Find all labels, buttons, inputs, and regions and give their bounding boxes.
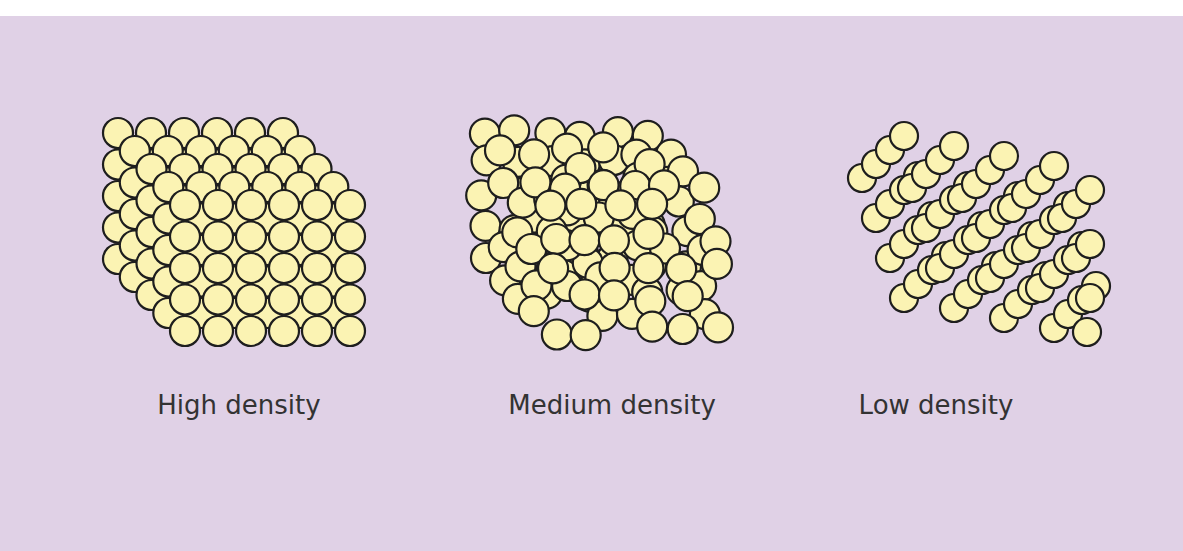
particle: [302, 316, 332, 346]
particle: [637, 189, 667, 219]
particle: [600, 253, 630, 283]
particle: [1076, 230, 1104, 258]
particle: [605, 190, 635, 220]
particle: [571, 320, 601, 350]
particle: [1076, 284, 1104, 312]
particle: [170, 285, 200, 315]
particle: [236, 316, 266, 346]
particle: [519, 296, 549, 326]
particle: [541, 224, 571, 254]
particle: [170, 253, 200, 283]
particle: [703, 312, 733, 342]
particle: [570, 280, 600, 310]
particle: [599, 225, 629, 255]
particle: [633, 253, 663, 283]
particle: [269, 316, 299, 346]
particle: [570, 225, 600, 255]
particle: [890, 122, 918, 150]
particle: [485, 135, 515, 165]
particle: [1040, 152, 1068, 180]
particle: [203, 190, 233, 220]
particle: [203, 222, 233, 252]
particle: [236, 222, 266, 252]
particle: [519, 139, 549, 169]
particle: [673, 281, 703, 311]
particle: [666, 254, 696, 284]
particle: [1073, 318, 1101, 346]
particle: [269, 190, 299, 220]
particle: [990, 142, 1018, 170]
particle: [203, 316, 233, 346]
particle: [335, 253, 365, 283]
particle: [302, 222, 332, 252]
particle: [599, 280, 629, 310]
particle: [566, 189, 596, 219]
particle: [302, 190, 332, 220]
particle: [689, 173, 719, 203]
particle: [702, 249, 732, 279]
particle: [1076, 176, 1104, 204]
particle: [542, 320, 572, 350]
particle: [538, 253, 568, 283]
particle: [170, 316, 200, 346]
particle: [335, 285, 365, 315]
density-label: Medium density: [508, 390, 716, 420]
density-label: High density: [157, 390, 320, 420]
particle: [668, 314, 698, 344]
particle: [634, 219, 664, 249]
particle: [335, 190, 365, 220]
particle: [637, 312, 667, 342]
particle: [203, 253, 233, 283]
particle: [940, 132, 968, 160]
particle: [302, 285, 332, 315]
particle: [269, 222, 299, 252]
particle: [535, 191, 565, 221]
particle: [335, 316, 365, 346]
particle: [269, 285, 299, 315]
particle: [170, 190, 200, 220]
particle: [236, 253, 266, 283]
particle: [236, 190, 266, 220]
particle: [302, 253, 332, 283]
density-label: Low density: [859, 390, 1014, 420]
particle: [203, 285, 233, 315]
particle: [335, 222, 365, 252]
particle: [170, 222, 200, 252]
particle: [269, 253, 299, 283]
particle: [236, 285, 266, 315]
